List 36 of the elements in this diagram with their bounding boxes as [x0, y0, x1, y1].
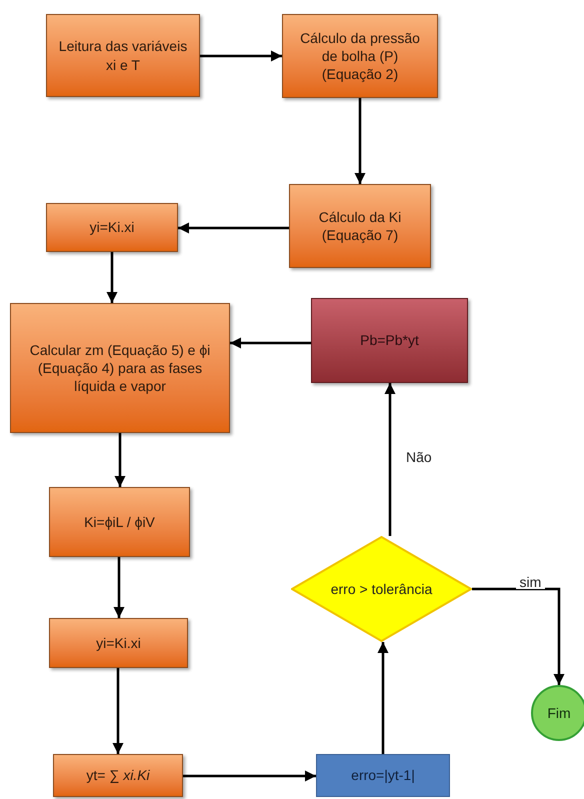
- process-box: [311, 298, 468, 383]
- arrow: [200, 50, 282, 62]
- process-box: [49, 487, 190, 557]
- node-text: erro=|yt-1|: [351, 766, 415, 785]
- process-box: [46, 203, 178, 252]
- node-text: Pb=Pb*yt: [360, 331, 419, 350]
- node-text: Leitura das variáveis xi e T: [58, 37, 188, 74]
- process-box: [53, 754, 183, 797]
- process-box: [49, 618, 188, 668]
- node-text: Fim: [547, 704, 571, 722]
- process-box: [316, 754, 450, 797]
- node-text: Calcular zm (Equação 5) e ϕi (Equação 4) para as fases líquida e vapor: [28, 340, 212, 396]
- process-box: [10, 303, 230, 433]
- node-text: yi=Ki.xi: [90, 218, 134, 237]
- arrow: [183, 770, 316, 782]
- arrow: [230, 338, 311, 348]
- arrow: [114, 557, 124, 618]
- decision-diamond: [291, 536, 472, 642]
- node-text: yi=Ki.xi: [96, 634, 141, 652]
- process-box: [282, 14, 438, 98]
- node-text: erro > tolerância: [330, 580, 432, 598]
- process-box: [46, 14, 200, 97]
- process-box: [289, 184, 431, 268]
- node-text: Ki=ϕiL / ϕiV: [84, 512, 155, 532]
- edge-label: sim: [516, 575, 546, 589]
- arrow: [354, 98, 366, 184]
- arrow: [384, 383, 396, 536]
- arrow: [178, 222, 289, 234]
- arrow: [114, 433, 126, 487]
- node-text: Cálculo da pressão de bolha (P) (Equação 2): [299, 28, 421, 84]
- node-text: Cálculo da Ki (Equação 7): [318, 208, 402, 244]
- node-text: yt= ∑ xi.Ki: [86, 766, 150, 785]
- arrow: [112, 668, 124, 754]
- arrow: [472, 588, 564, 685]
- arrow: [378, 642, 388, 754]
- arrow: [106, 252, 118, 303]
